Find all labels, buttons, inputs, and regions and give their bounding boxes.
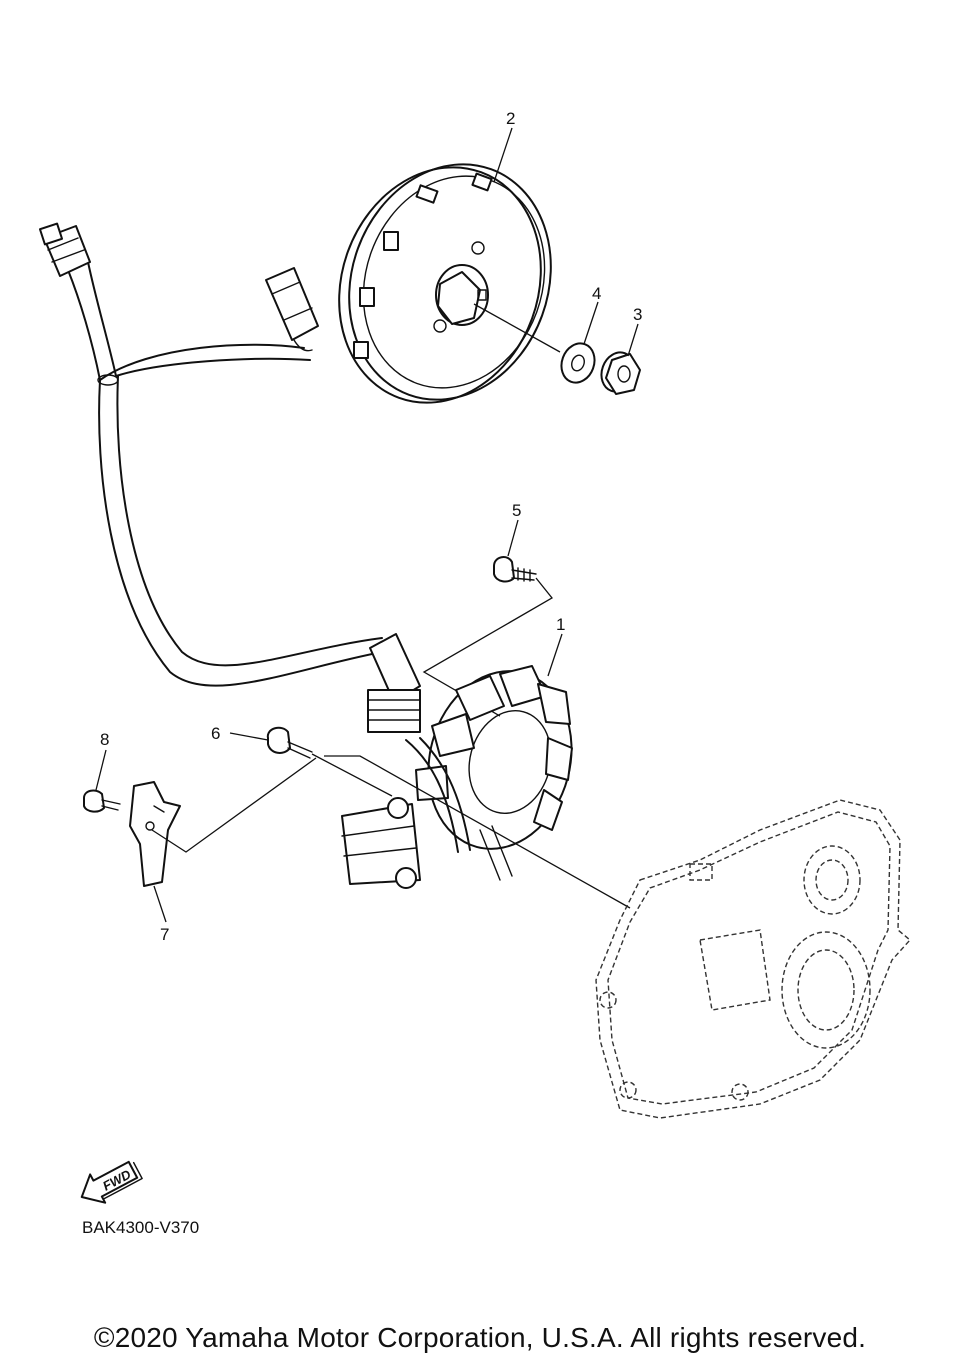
- callout-5: 5: [512, 501, 521, 520]
- washer: [560, 342, 596, 384]
- stator-bolt: [493, 556, 537, 583]
- callout-1: 1: [556, 615, 565, 634]
- forward-arrow-icon: FWD: [80, 1160, 143, 1204]
- copyright-notice: ©2020 Yamaha Motor Corporation, U.S.A. A…: [93, 1322, 867, 1353]
- callout-labels: 2 4 3 5 1 6 8 7: [100, 109, 642, 944]
- callout-7: 7: [160, 925, 169, 944]
- diagram-code: BAK4300-V370: [82, 1218, 200, 1237]
- callout-4: 4: [592, 284, 601, 303]
- callout-leaders: [95, 127, 639, 923]
- flange-nut: [600, 351, 641, 395]
- clamp-bolt: [83, 789, 121, 813]
- callout-6: 6: [211, 724, 220, 743]
- stator-coil: [341, 665, 573, 889]
- wire-clamp: [129, 781, 181, 887]
- callout-3: 3: [633, 305, 642, 324]
- wire-harness: [38, 222, 421, 733]
- rotor-flywheel: [338, 163, 552, 404]
- pickup-bolt: [266, 726, 313, 759]
- crankcase-cover: [595, 799, 912, 1119]
- callout-2: 2: [506, 109, 515, 128]
- callout-8: 8: [100, 730, 109, 749]
